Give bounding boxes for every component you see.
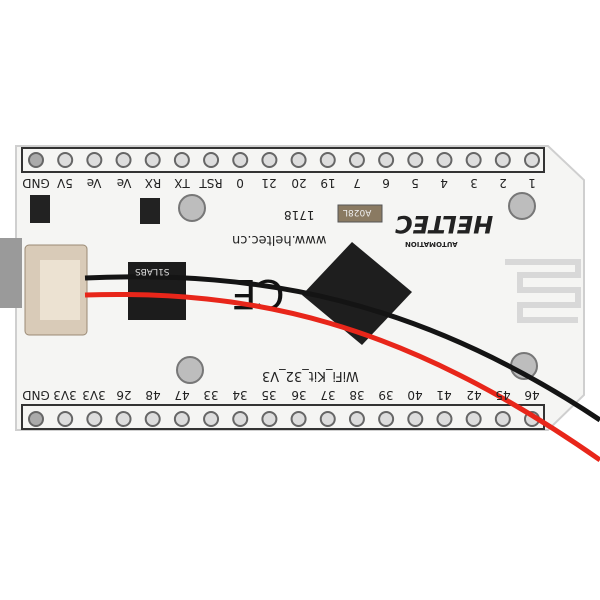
bottom-pin-label: 46 bbox=[524, 388, 540, 402]
top-pin-label: TX bbox=[174, 176, 190, 190]
date-code: 1718 bbox=[284, 208, 315, 222]
chip-label: S1LABS bbox=[135, 266, 170, 276]
bottom-pin-label: 26 bbox=[115, 388, 132, 402]
bottom-pin-label: 34 bbox=[232, 388, 248, 402]
bottom-header-pin bbox=[348, 411, 365, 427]
bottom-pin-label: GND bbox=[22, 388, 50, 402]
bottom-header-pin bbox=[407, 411, 424, 427]
top-pin-label: 6 bbox=[382, 176, 390, 190]
top-pin-label: 3 bbox=[469, 176, 478, 190]
bottom-pin-label: 38 bbox=[349, 388, 365, 402]
top-pin-label: 19 bbox=[320, 176, 336, 190]
top-header-pin bbox=[173, 152, 190, 168]
top-header-pin bbox=[319, 152, 336, 168]
top-pin-label: 20 bbox=[290, 176, 307, 190]
top-header-pin bbox=[203, 152, 220, 168]
top-pin-label: 7 bbox=[353, 176, 361, 190]
bottom-header-pin bbox=[86, 411, 103, 427]
top-pin-label: 4 bbox=[440, 176, 449, 190]
bottom-pin-label: 3V3 bbox=[82, 388, 107, 402]
bottom-header-pin bbox=[378, 411, 395, 427]
top-pin-label: 1 bbox=[528, 176, 536, 190]
bottom-pin-label: 3V3 bbox=[53, 388, 77, 402]
bottom-pin-label: 48 bbox=[145, 388, 161, 402]
bottom-header-frame bbox=[21, 404, 545, 430]
bottom-pin-label: 33 bbox=[203, 388, 219, 402]
top-pin-label: GND bbox=[22, 176, 50, 190]
top-pin-label: Ve bbox=[87, 176, 102, 190]
brand-sub: AUTOMATION bbox=[405, 240, 458, 248]
top-header-pin bbox=[290, 152, 307, 168]
crystal-label: A028L bbox=[343, 207, 372, 217]
top-pin-label: 21 bbox=[261, 176, 278, 190]
top-pin-label: 5V bbox=[57, 176, 74, 190]
top-header-pin bbox=[144, 152, 161, 168]
bottom-header-pin bbox=[261, 411, 278, 427]
bottom-header-pin bbox=[290, 411, 307, 427]
bottom-header-pin bbox=[144, 411, 161, 427]
crystal bbox=[337, 204, 383, 223]
top-header-pin bbox=[494, 152, 511, 168]
usb-connector bbox=[0, 238, 22, 308]
top-header-pin bbox=[407, 152, 424, 168]
bottom-pin-label: 37 bbox=[320, 388, 336, 402]
top-pin-label: 2 bbox=[499, 176, 507, 190]
small-ic bbox=[140, 198, 160, 224]
pcb-antenna bbox=[505, 259, 581, 323]
jst-housing bbox=[40, 260, 80, 320]
top-pin-label: 0 bbox=[236, 176, 245, 190]
top-header-pin bbox=[232, 152, 249, 168]
top-header-pin bbox=[436, 152, 453, 168]
bottom-header-pin bbox=[465, 411, 482, 427]
top-header-pin bbox=[86, 152, 103, 168]
bottom-pin-label: 40 bbox=[407, 388, 423, 402]
bottom-header-pin bbox=[203, 411, 220, 427]
top-pin-label: 5 bbox=[411, 176, 420, 190]
top-pin-label: Ve bbox=[116, 176, 131, 190]
bottom-header-pin bbox=[28, 411, 44, 427]
brand-logo: HELTEC bbox=[395, 210, 494, 238]
top-header-pin bbox=[465, 152, 482, 168]
website-label: www.heltec.cn bbox=[232, 232, 327, 247]
top-header-frame bbox=[21, 147, 545, 173]
top-header-pin bbox=[524, 152, 540, 168]
model-label: WiFi_Kit_32_V3 bbox=[262, 368, 359, 383]
esp32-chip bbox=[302, 242, 412, 345]
top-header-pin bbox=[115, 152, 132, 168]
bottom-pin-label: 47 bbox=[174, 388, 190, 402]
bottom-header-pin bbox=[173, 411, 190, 427]
bottom-header-pin bbox=[319, 411, 336, 427]
top-header-pin bbox=[261, 152, 278, 168]
top-header-pin bbox=[28, 152, 44, 168]
bottom-pin-label: 36 bbox=[290, 388, 307, 402]
bottom-pin-label: 41 bbox=[436, 388, 453, 402]
bottom-header-pin bbox=[436, 411, 453, 427]
red-wire bbox=[84, 292, 600, 463]
bottom-header-pin bbox=[115, 411, 132, 427]
black-wire bbox=[84, 274, 600, 423]
bottom-pin-label: 39 bbox=[378, 388, 394, 402]
top-pin-label: RX bbox=[144, 176, 161, 190]
regulator bbox=[30, 195, 50, 223]
bottom-pin-label: 45 bbox=[495, 388, 511, 402]
usb-uart-chip bbox=[128, 262, 186, 320]
bottom-header-pin bbox=[57, 411, 74, 427]
bottom-header-pin bbox=[494, 411, 511, 427]
bottom-header-pin bbox=[232, 411, 249, 427]
top-header-pin bbox=[348, 152, 365, 168]
top-header-pin bbox=[57, 152, 74, 168]
top-pin-label: RST bbox=[199, 176, 223, 190]
bottom-pin-label: 35 bbox=[261, 388, 278, 402]
top-header-pin bbox=[378, 152, 395, 168]
bottom-pin-label: 42 bbox=[466, 388, 482, 402]
